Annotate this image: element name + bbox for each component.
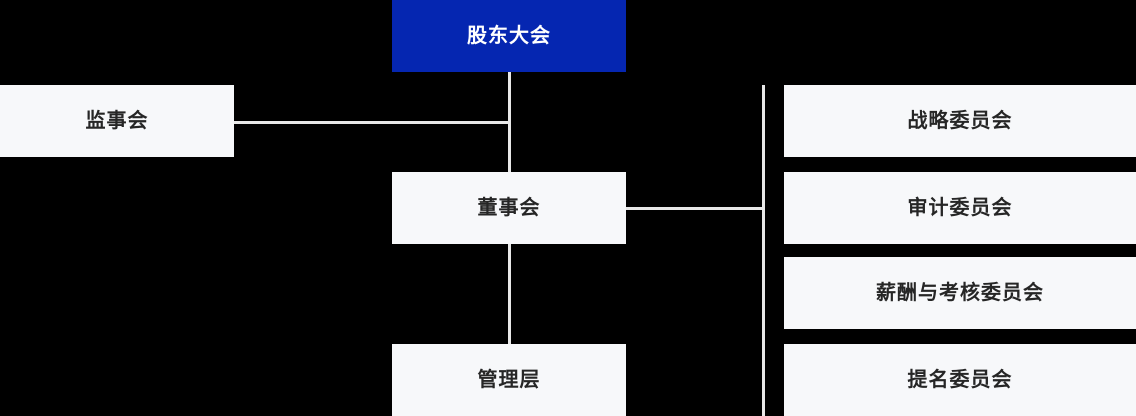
node-shareholders-meeting[interactable]: 股东大会 <box>392 0 626 72</box>
node-nomination-committee[interactable]: 提名委员会 <box>784 344 1136 416</box>
node-audit-committee[interactable]: 审计委员会 <box>784 172 1136 244</box>
connector-board-to-management <box>508 244 511 344</box>
connector-supervisors-branch <box>234 121 511 124</box>
connector-board-to-committees <box>626 207 765 210</box>
node-management-label: 管理层 <box>477 369 541 391</box>
node-board-of-supervisors-label: 监事会 <box>85 110 149 132</box>
node-remuneration-and-appraisal-committee[interactable]: 薪酬与考核委员会 <box>784 257 1136 329</box>
node-board-of-supervisors[interactable]: 监事会 <box>0 85 234 157</box>
node-nomination-committee-label: 提名委员会 <box>907 369 1013 391</box>
node-board-of-directors[interactable]: 董事会 <box>392 172 626 244</box>
node-strategy-committee-label: 战略委员会 <box>907 110 1013 132</box>
node-remuneration-and-appraisal-committee-label: 薪酬与考核委员会 <box>876 282 1044 304</box>
node-management[interactable]: 管理层 <box>392 344 626 416</box>
node-shareholders-meeting-label: 股东大会 <box>467 25 551 47</box>
connector-committee-trunk <box>762 85 765 416</box>
node-board-of-directors-label: 董事会 <box>477 197 541 219</box>
node-strategy-committee[interactable]: 战略委员会 <box>784 85 1136 157</box>
node-audit-committee-label: 审计委员会 <box>907 197 1013 219</box>
